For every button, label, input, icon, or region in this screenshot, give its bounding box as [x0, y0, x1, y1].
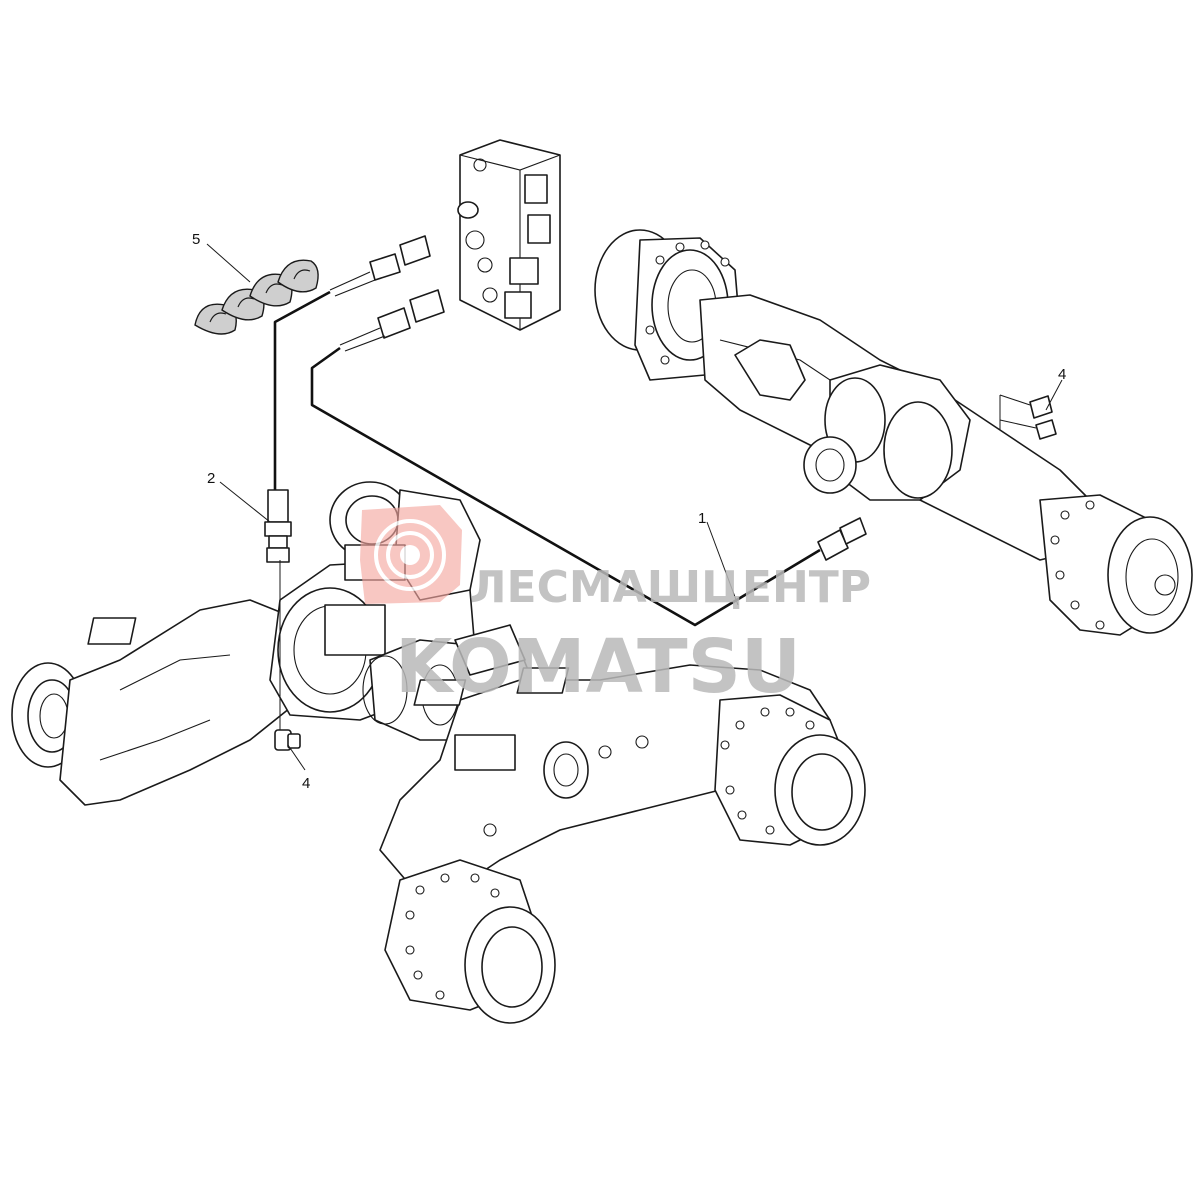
- hose-end-fitting-item-2: [264, 489, 292, 563]
- upper-hose-fitting: [329, 235, 431, 297]
- callout-item-4-upper: 4: [1058, 366, 1066, 383]
- leader-item-1: [706, 521, 739, 606]
- hub-bolts: [405, 707, 815, 1000]
- callout-item-5: 5: [192, 231, 200, 248]
- callout-item-4-lower: 4: [302, 775, 310, 792]
- hose-item-1: [310, 346, 821, 627]
- front-right-hub: [1039, 494, 1193, 636]
- callout-item-2: 2: [207, 470, 215, 487]
- elbow-fitting-upper: [999, 394, 1057, 440]
- hose-item-2: [273, 290, 331, 490]
- input-flange: [803, 436, 857, 494]
- pivot-bracket: [734, 339, 806, 401]
- leader-item-5: [206, 243, 251, 283]
- watermark-line2: KOMATSU: [395, 624, 801, 710]
- leader-item-2: [219, 481, 271, 523]
- front-axle-assembly: [594, 229, 1193, 636]
- watermark-logo: [360, 505, 462, 604]
- callout-item-1: 1: [698, 510, 706, 527]
- leader-item-4-upper: [1045, 379, 1063, 411]
- valve-block: [457, 139, 561, 331]
- watermark-line1: ЛЕСМАШЦЕНТР: [470, 562, 871, 613]
- front-hub-bolts: [645, 240, 1105, 630]
- lower-wheel-hub: [384, 859, 556, 1024]
- leader-item-4-lower: [287, 744, 306, 771]
- right-wheel-hub: [714, 694, 866, 846]
- watermark: ЛЕСМАШЦЕНТР KOMATSU: [360, 505, 871, 710]
- lower-hose-fitting: [339, 289, 445, 352]
- spiral-hose-guard: [194, 259, 319, 335]
- bogie-axle-assembly: [11, 481, 866, 1024]
- elbow-fitting-lower: [274, 729, 301, 751]
- hose-end-fitting-item-1: [817, 517, 867, 561]
- bogie-right-beam: [379, 664, 831, 886]
- center-cover-plate: [543, 741, 589, 799]
